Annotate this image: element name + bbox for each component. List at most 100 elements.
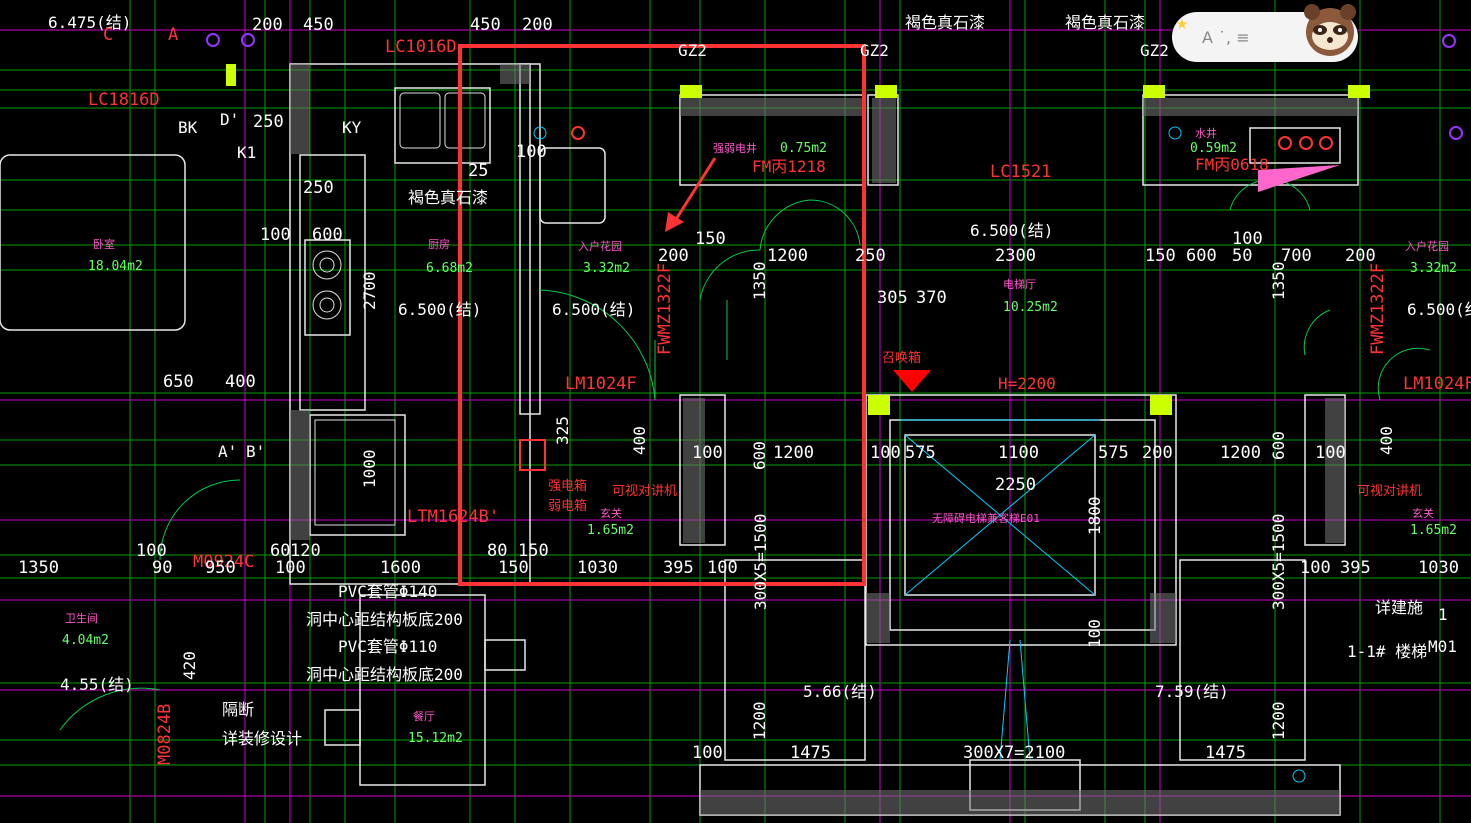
kitchen-name: 厨房 — [428, 238, 450, 251]
intercom-left: 可视对讲机 — [612, 484, 677, 499]
entry-garden-right-name: 入户花园 — [1405, 239, 1449, 253]
lm1024-right: LM1024F — [1403, 374, 1471, 394]
entry-garden-left-area: 3.32m2 — [583, 261, 630, 276]
red-symbols — [519, 126, 1333, 471]
fwmz-left: FWMZ1322F — [655, 263, 675, 355]
dim-400-foyer-right: 400 — [1377, 426, 1396, 455]
dim-2700: 2700 — [360, 271, 379, 310]
elevator-hall-area: 10.25m2 — [1003, 300, 1058, 315]
dim-420: 420 — [180, 651, 199, 680]
dim-200-door: 200 — [658, 246, 689, 266]
dim-575: 575 — [905, 443, 936, 463]
dim-1800: 1800 — [1085, 496, 1104, 535]
outlet-symbols — [206, 33, 1463, 140]
elev-6475: 6.475(结) — [48, 13, 131, 32]
elec-shaft-area: 0.75m2 — [780, 141, 827, 156]
dim-100-stair-right: 100 — [1315, 443, 1346, 463]
dim-2300: 2300 — [995, 246, 1036, 266]
dim-250: 250 — [253, 112, 284, 132]
bathroom-area: 4.04m2 — [62, 633, 109, 648]
lc1016-label: LC1016D — [385, 37, 457, 57]
elev-650-left-kitchen: 6.500(结) — [398, 300, 481, 319]
dim-1600: 1600 — [380, 558, 421, 578]
gz-mid: GZ2 — [860, 41, 889, 60]
dim-950: 950 — [205, 558, 236, 578]
paint-label-2: 褐色真石漆 — [1065, 13, 1145, 32]
dim-100-left: 100 — [260, 225, 291, 245]
entry-garden-right-area: 3.32m2 — [1410, 261, 1457, 276]
dining-area: 15.12m2 — [408, 731, 463, 746]
dim-50: 50 — [1232, 246, 1252, 266]
dim-1200: 1200 — [767, 246, 808, 266]
dim-2250: 2250 — [995, 475, 1036, 495]
dim-60: 60 — [270, 541, 290, 561]
dim-100-lift: 100 — [870, 443, 901, 463]
bedroom-name: 卧室 — [93, 237, 115, 251]
raccoon-avatar-icon[interactable] — [1298, 0, 1362, 60]
dim-650: 650 — [163, 372, 194, 392]
dim-1000: 1000 — [360, 449, 379, 488]
dim-600-v: 600 — [750, 441, 769, 470]
fwmz-right: FWMZ1322F — [1368, 263, 1388, 355]
dim-100-e: 100 — [1300, 558, 1331, 578]
dim-200-right: 200 — [1345, 246, 1376, 266]
dim-80: 80 — [487, 541, 507, 561]
dim-100-right: 100 — [1232, 229, 1263, 249]
elevator-hall-name: 电梯厅 — [1003, 278, 1036, 291]
fire-hydrant-icon — [1258, 165, 1340, 192]
elev-455: 4.55(结) — [60, 675, 134, 694]
column-markers — [226, 64, 1370, 415]
dim-100-b: 100 — [275, 558, 306, 578]
dim-395: 395 — [663, 558, 694, 578]
partition-note: 详装修设计 — [222, 729, 302, 748]
foyer-right-area: 1.65m2 — [1410, 523, 1457, 538]
dim-100-bath: 100 — [136, 541, 167, 561]
dim-575b: 575 — [1098, 443, 1129, 463]
strong-box-label: 强电箱 — [548, 478, 587, 494]
dim-1030b: 1030 — [1418, 558, 1459, 578]
dim-325: 325 — [553, 416, 572, 445]
dim-1200-stair: 1200 — [773, 443, 814, 463]
stair-note: 详建施 — [1375, 598, 1423, 617]
pvc2-label: PVC套管Φ110 — [338, 637, 437, 656]
dim-1350-v: 1350 — [750, 261, 769, 300]
ky-label: KY — [342, 118, 362, 137]
dim-250-kitchen: 250 — [303, 178, 334, 198]
d-prime-label: D' — [220, 110, 239, 129]
dim-1350: 1350 — [18, 558, 59, 578]
kitchen-fixtures — [312, 92, 486, 526]
dim-450: 450 — [303, 15, 334, 35]
elev-650-mid: 6.500(结) — [970, 221, 1053, 240]
floating-toolbar[interactable]: ★ A ˙, ≡ — [1172, 4, 1358, 62]
elev-650-left: 6.500(结) — [552, 300, 635, 319]
elec-shaft-name: 强弱电井 — [713, 141, 757, 155]
paint-label-3: 褐色真石漆 — [408, 188, 488, 207]
pvc2-note: 洞中心距结构板底200 — [306, 665, 463, 684]
a-prime-label: A' — [218, 442, 237, 461]
call-box-label: 召唤箱 — [882, 350, 921, 366]
m0924-label: M0924C — [193, 552, 254, 572]
fm0618-label: FM丙0618 — [1195, 155, 1269, 174]
wall-hatch — [290, 64, 1358, 815]
foyer-left-name: 玄关 — [600, 506, 622, 520]
m0824-label: M0824B — [155, 704, 175, 765]
m01-label: M01 — [1428, 637, 1457, 656]
dim-150-right: 150 — [1145, 246, 1176, 266]
dim-1200-v-right: 1200 — [1269, 701, 1288, 740]
weak-box-label: 弱电箱 — [548, 498, 587, 514]
elev-566: 5.66(结) — [803, 682, 877, 701]
stair-name: 1-1# 楼梯 — [1347, 642, 1427, 661]
pvc1-note: 洞中心距结构板底200 — [306, 610, 463, 629]
elev-759: 7.59(结) — [1155, 682, 1229, 701]
star-icon: ★ — [1176, 10, 1189, 34]
lm1024-left: LM1024F — [565, 374, 637, 394]
floating-toolbar-text[interactable]: A ˙, ≡ — [1202, 28, 1250, 47]
k1-label: K1 — [237, 143, 256, 162]
dim-450b: 450 — [470, 15, 501, 35]
lc1816-label: LC1816D — [88, 90, 160, 110]
pvc1-label: PVC套管Φ140 — [338, 582, 437, 601]
dim-1475: 1475 — [790, 743, 831, 763]
water-well-area: 0.59m2 — [1190, 141, 1237, 156]
fixtures — [533, 126, 1306, 783]
